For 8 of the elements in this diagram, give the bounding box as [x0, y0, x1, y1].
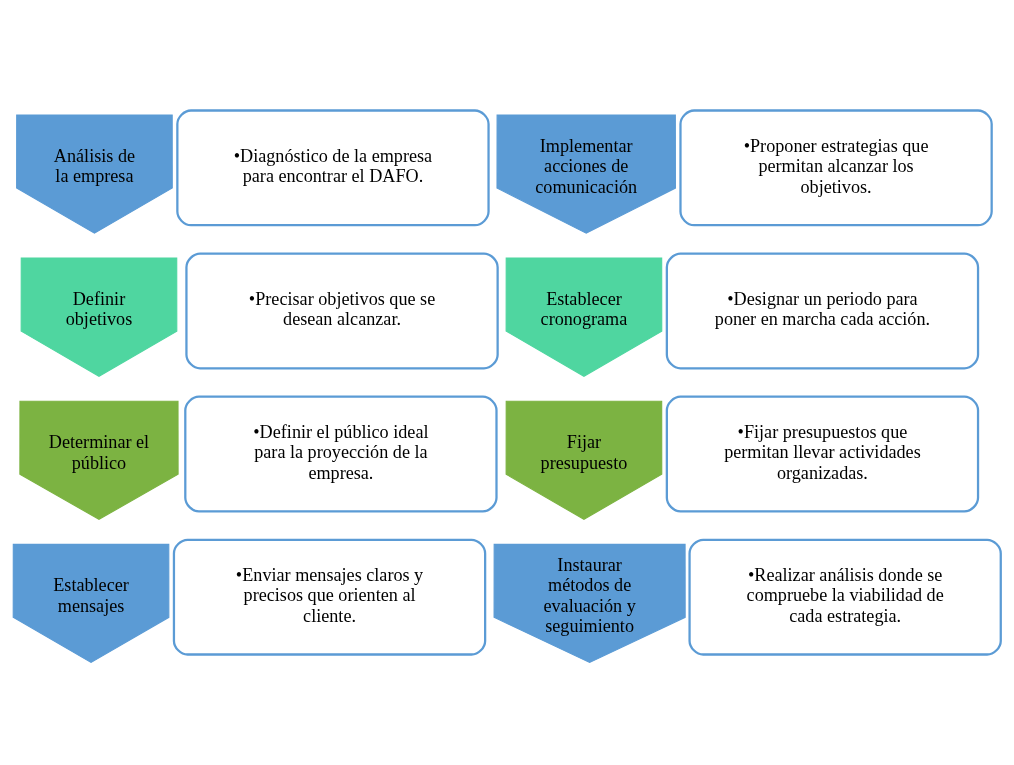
node-box: •Proponer estrategias que permitan alcanzar los objetivos. [679, 109, 993, 227]
node-box: •Definir el público ideal para la proyección de la empresa. [184, 395, 498, 513]
node-box: •Diagnóstico de la empresa para encontrar el DAFO. [176, 109, 490, 227]
node-box: •Precisar objetivos que se desean alcanzar. [185, 252, 499, 370]
node-box: •Designar un periodo para poner en marcha cada acción. [665, 252, 980, 370]
node-box: •Realizar análisis donde se compruebe la viabilidad de cada estrategia. [688, 538, 1002, 656]
node-box: •Fijar presupuestos que permitan llevar actividades organizadas. [665, 395, 980, 513]
node-box: •Enviar mensajes claros y precisos que orienten al cliente. [172, 538, 487, 656]
